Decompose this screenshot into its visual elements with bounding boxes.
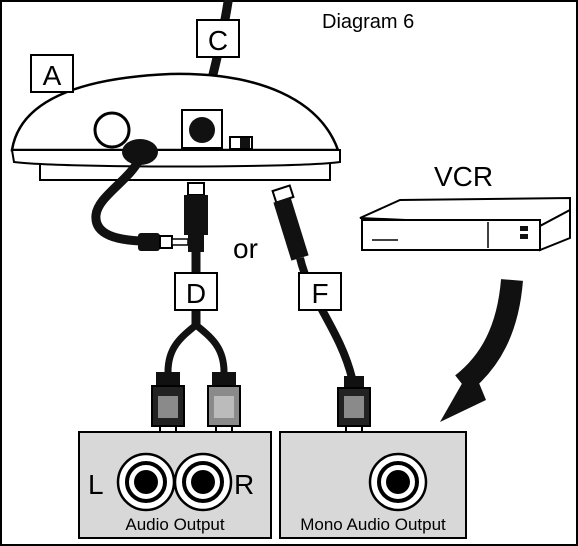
- label-a-box: [30, 54, 74, 93]
- stereo-audio-output-panel: L R Audio Output: [78, 431, 272, 539]
- vcr-arrow: [440, 278, 523, 422]
- adapter-plug: [138, 232, 204, 252]
- vcr-device: [359, 196, 571, 252]
- label-d-box: [174, 272, 218, 311]
- cable-f: [271, 184, 356, 379]
- jack-left-label: L: [88, 469, 104, 500]
- rca-plug-left: [151, 372, 185, 453]
- mono-panel-label: Mono Audio Output: [300, 515, 446, 534]
- diagram-title: Diagram 6: [322, 11, 414, 33]
- label-f-box: [298, 272, 342, 311]
- stereo-panel-label: Audio Output: [125, 515, 225, 534]
- label-c: C: [208, 25, 228, 56]
- label-f: F: [311, 278, 328, 309]
- label-d: D: [186, 278, 206, 309]
- vcr-label: VCR: [434, 161, 493, 192]
- mono-audio-output-panel: Mono Audio Output: [279, 431, 467, 539]
- label-c-box: [196, 19, 240, 58]
- or-text: or: [233, 233, 258, 264]
- cable-d: [164, 182, 228, 373]
- jack-right-label: R: [234, 469, 254, 500]
- receiver-cord-grommet: [122, 139, 158, 165]
- receiver-button: [93, 111, 131, 149]
- receiver-cord: [91, 153, 145, 246]
- receiver-unit: [10, 72, 341, 181]
- label-a: A: [43, 60, 62, 91]
